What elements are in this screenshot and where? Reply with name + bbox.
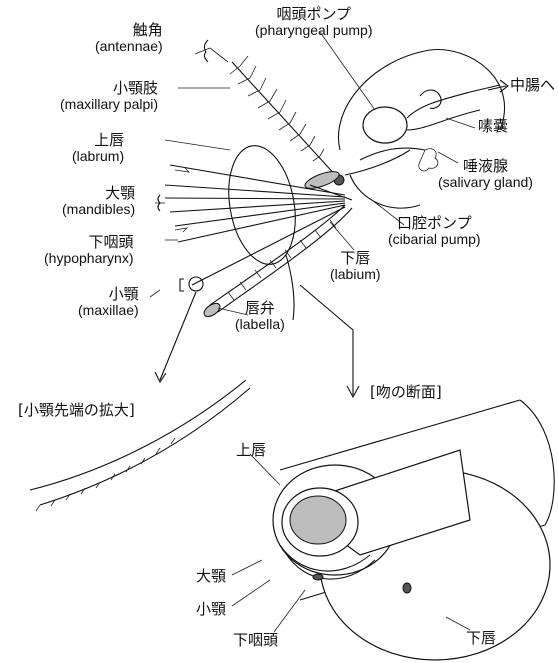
label-maxillary-palpi-ja: 小顎肢: [60, 80, 158, 96]
xsec-label-hypopharynx: 下咽頭: [233, 632, 278, 648]
label-salivary-gland-en: (salivary gland): [438, 174, 533, 190]
label-midgut: 中腸へ: [510, 77, 555, 94]
xsec-label-mandibles: 大顎: [196, 568, 226, 584]
label-labella: 唇弁 (labella): [235, 300, 285, 332]
label-midgut-ja: 中腸へ: [510, 76, 555, 94]
label-hypopharynx-en: (hypopharynx): [44, 250, 134, 266]
proboscis-base: [220, 140, 352, 320]
label-labium-en: (labium): [330, 266, 381, 282]
label-labrum: 上唇 (labrum): [72, 132, 124, 164]
braces: [158, 40, 208, 291]
label-pharyngeal-pump-ja: 咽頭ポンプ: [255, 6, 373, 22]
antenna-drawing: [230, 56, 344, 185]
label-antennae-en: (antennae): [95, 38, 163, 54]
label-labrum-en: (labrum): [72, 148, 124, 164]
label-cibarial-pump-en: (cibarial pump): [388, 231, 481, 247]
label-maxillae-en: (maxillae): [78, 302, 139, 318]
label-labium: 下唇 (labium): [330, 250, 381, 282]
label-hypopharynx: 下咽頭 (hypopharynx): [44, 234, 134, 266]
label-mandibles-ja: 大顎: [62, 185, 135, 201]
label-salivary-gland-ja: 唾液腺: [438, 158, 533, 174]
label-cibarial-pump-ja: 口腔ポンプ: [388, 215, 481, 231]
label-crop: 嗉嚢: [478, 118, 508, 135]
label-cibarial-pump: 口腔ポンプ (cibarial pump): [388, 215, 481, 247]
label-pharyngeal-pump-en: (pharyngeal pump): [255, 22, 373, 38]
inset-title-maxilla-tip: [小顎先端の拡大]: [18, 402, 135, 418]
label-pharyngeal-pump: 咽頭ポンプ (pharyngeal pump): [255, 6, 373, 38]
label-maxillae-ja: 小顎: [78, 286, 139, 302]
label-hypopharynx-ja: 下咽頭: [44, 234, 134, 250]
label-mandibles-en: (mandibles): [62, 201, 135, 217]
salivary-gland-drawing: [345, 148, 438, 175]
label-antennae: 触角 (antennae): [95, 22, 163, 54]
maxilla-tip-marker: [189, 277, 203, 291]
proboscis-cross-section: [232, 400, 554, 660]
xsec-label-labrum: 上唇: [236, 442, 266, 458]
xsec-label-maxillae: 小顎: [196, 601, 226, 617]
inset-title-proboscis-section: [吻の断面]: [370, 384, 442, 400]
label-maxillary-palpi: 小顎肢 (maxillary palpi): [60, 80, 158, 112]
xsec-label-labium: 下唇: [466, 630, 496, 646]
label-antennae-ja: 触角: [95, 22, 163, 38]
maxilla-tip-enlargement: [30, 380, 250, 511]
label-labella-ja: 唇弁: [235, 300, 285, 316]
label-labella-en: (labella): [235, 316, 285, 332]
label-labrum-ja: 上唇: [72, 132, 124, 148]
label-mandibles: 大顎 (mandibles): [62, 185, 135, 217]
label-maxillae: 小顎 (maxillae): [78, 286, 139, 318]
label-crop-ja: 嗉嚢: [478, 117, 508, 135]
label-labium-ja: 下唇: [330, 250, 381, 266]
label-salivary-gland: 唾液腺 (salivary gland): [438, 158, 533, 190]
label-maxillary-palpi-en: (maxillary palpi): [60, 96, 158, 112]
